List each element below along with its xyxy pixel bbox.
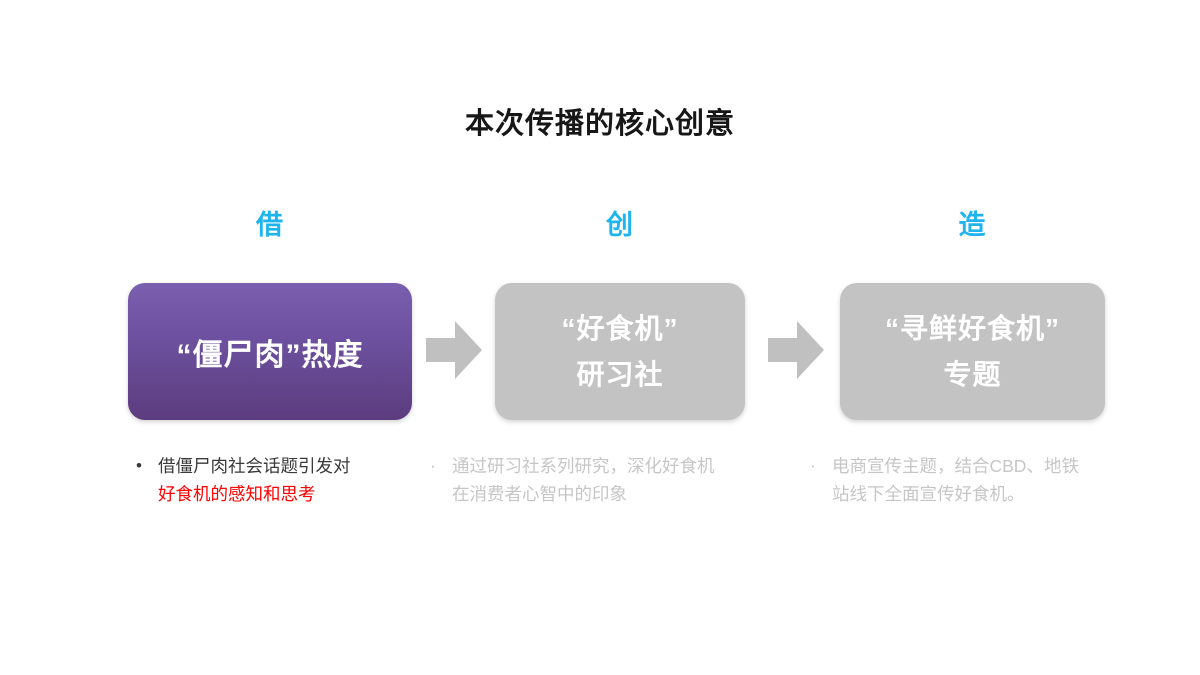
bullet-block-3: · 电商宣传主题，结合CBD、地铁 站线下全面宣传好食机。 — [810, 452, 1140, 508]
bullet-text-1: 借僵尸肉社会话题引发对 好食机的感知和思考 — [158, 452, 436, 508]
arrow-right-icon — [768, 321, 824, 379]
bullet-2-line-1: 通过研习社系列研究，深化好食机 — [452, 456, 715, 476]
concept-box-1-line-1: “僵尸肉”热度 — [176, 338, 364, 372]
bullet-marker-icon: • — [136, 456, 142, 475]
list-item: · 通过研习社系列研究，深化好食机 在消费者心智中的印象 — [430, 452, 780, 508]
bullet-marker-icon: · — [430, 456, 436, 475]
concept-box-2-text: “好食机” 研习社 — [495, 306, 745, 398]
bullet-block-1: • 借僵尸肉社会话题引发对 好食机的感知和思考 — [136, 452, 436, 508]
bullet-3-line-1: 电商宣传主题，结合CBD、地铁 — [832, 456, 1079, 476]
column-label-1: 借 — [256, 210, 284, 240]
bullet-text-3: 电商宣传主题，结合CBD、地铁 站线下全面宣传好食机。 — [832, 452, 1140, 508]
bullet-text-2: 通过研习社系列研究，深化好食机 在消费者心智中的印象 — [452, 452, 780, 508]
concept-box-1[interactable]: “僵尸肉”热度 — [128, 283, 412, 420]
concept-box-1-text: “僵尸肉”热度 — [128, 330, 412, 374]
list-item: · 电商宣传主题，结合CBD、地铁 站线下全面宣传好食机。 — [810, 452, 1140, 508]
column-3: 造 — [840, 205, 1105, 245]
column-label-2: 创 — [606, 210, 634, 240]
bullet-3-line-2: 站线下全面宣传好食机。 — [832, 484, 1025, 504]
concept-box-3[interactable]: “寻鲜好食机” 专题 — [840, 283, 1105, 420]
concept-box-2-line-1: “好食机” — [561, 312, 679, 344]
arrow-right-icon — [426, 321, 482, 379]
column-1: 借 — [128, 205, 412, 245]
bullet-block-2: · 通过研习社系列研究，深化好食机 在消费者心智中的印象 — [430, 452, 780, 508]
concept-box-3-line-2: 专题 — [943, 358, 1002, 390]
page-title: 本次传播的核心创意 — [464, 108, 735, 140]
bullet-1-line-1: 借僵尸肉社会话题引发对 — [158, 456, 351, 476]
column-label-3: 造 — [958, 210, 987, 240]
concept-box-3-line-1: “寻鲜好食机” — [884, 312, 1060, 344]
bullet-1-line-2-highlight: 好食机的感知和思考 — [158, 484, 316, 504]
concept-box-3-text: “寻鲜好食机” 专题 — [840, 306, 1105, 398]
bullet-marker-icon: · — [810, 456, 816, 475]
list-item: • 借僵尸肉社会话题引发对 好食机的感知和思考 — [136, 452, 436, 508]
column-2: 创 — [495, 205, 745, 245]
bullet-2-line-2: 在消费者心智中的印象 — [452, 484, 627, 504]
concept-box-2[interactable]: “好食机” 研习社 — [495, 283, 745, 420]
concept-box-2-line-2: 研习社 — [576, 358, 664, 390]
